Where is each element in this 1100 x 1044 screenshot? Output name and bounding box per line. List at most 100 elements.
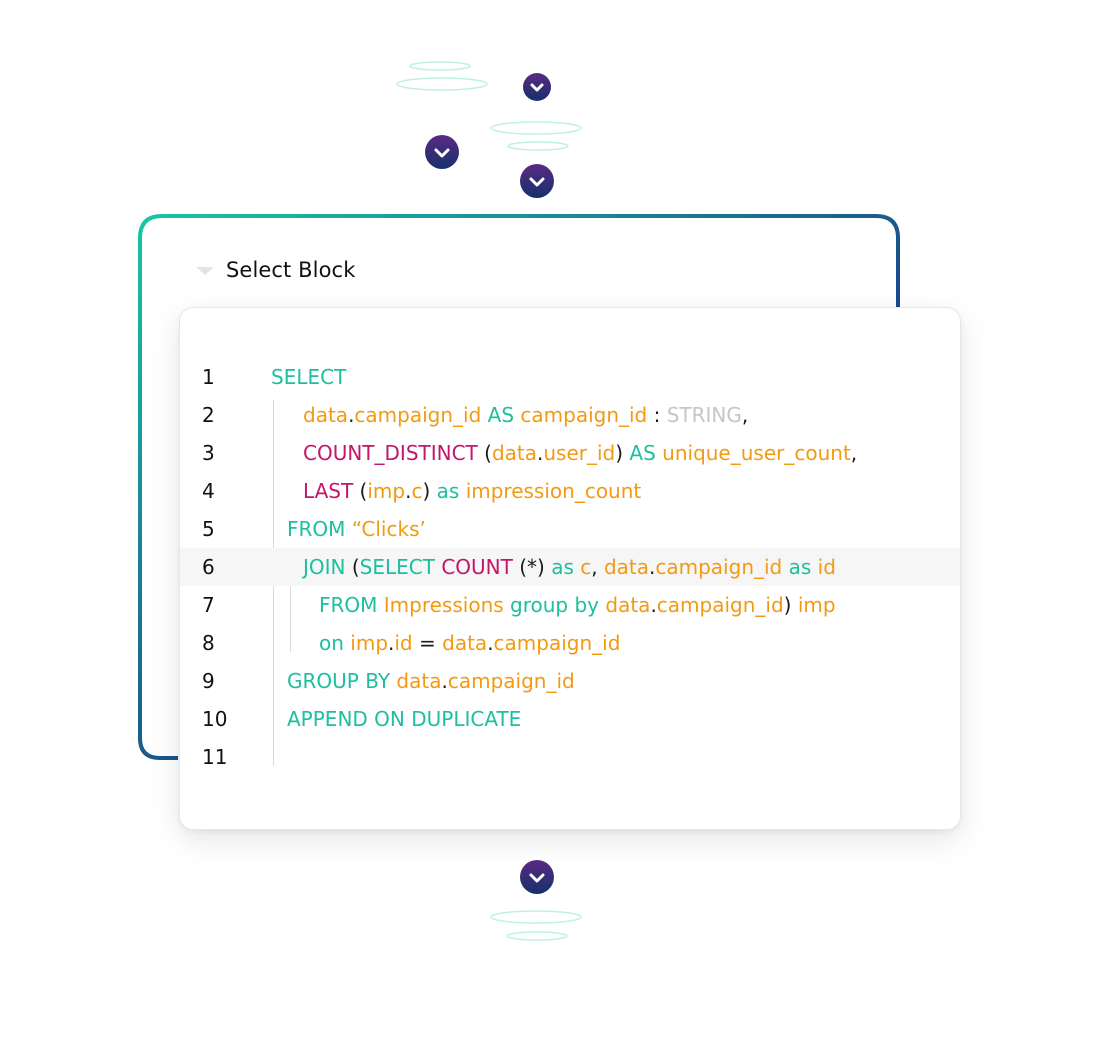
code-token: FROM	[287, 517, 352, 541]
code-text: FROM Impressions group by data.campaign_…	[319, 586, 836, 624]
code-token: COUNT	[441, 555, 513, 579]
code-token: JOIN	[303, 555, 346, 579]
code-token: on	[319, 631, 351, 655]
code-token: )	[615, 441, 630, 465]
code-token: FROM	[319, 593, 384, 617]
line-number: 3	[202, 441, 215, 465]
code-token: STRING	[666, 403, 742, 427]
code-token: campaign_id	[447, 669, 575, 693]
code-token: ,	[850, 441, 858, 465]
line-number: 10	[202, 707, 228, 731]
code-text: GROUP BY data.campaign_id	[287, 662, 575, 700]
code-token: imp	[367, 479, 406, 503]
code-token: :	[647, 403, 667, 427]
code-token: .	[388, 631, 395, 655]
code-token: as	[436, 479, 466, 503]
code-token: )	[422, 479, 437, 503]
code-token: AS	[481, 403, 521, 427]
code-token: .	[487, 631, 494, 655]
code-token: (	[477, 441, 492, 465]
chevron-down-icon[interactable]	[523, 73, 551, 101]
code-token: campaign_id	[520, 403, 648, 427]
pulse-rings-top	[396, 61, 582, 151]
line-number: 8	[202, 631, 215, 655]
code-token: COUNT_DISTINCT	[303, 441, 478, 465]
code-token: user_id	[543, 441, 616, 465]
code-line[interactable]: 11	[180, 738, 960, 776]
code-token: unique_user_count	[662, 441, 851, 465]
code-token: .	[405, 479, 412, 503]
code-token: campaign_id	[354, 403, 482, 427]
code-line[interactable]: 1 SELECT	[180, 358, 960, 396]
code-text: data.campaign_id AS campaign_id : STRING…	[303, 396, 748, 434]
line-number: 1	[202, 365, 215, 389]
code-token: data	[605, 593, 651, 617]
code-token: APPEND ON DUPLICATE	[287, 707, 522, 731]
code-line[interactable]: 10 APPEND ON DUPLICATE	[180, 700, 960, 738]
code-token: imp	[350, 631, 389, 655]
code-token: ,	[741, 403, 749, 427]
code-token: data	[491, 441, 538, 465]
code-line[interactable]: 5 FROM “Clicks’	[180, 510, 960, 548]
code-line[interactable]: 9 GROUP BY data.campaign_id	[180, 662, 960, 700]
caret-down-icon[interactable]	[196, 267, 214, 275]
code-token: ,	[591, 555, 604, 579]
code-token: as	[551, 555, 581, 579]
code-line[interactable]: 3 COUNT_DISTINCT (data.user_id) AS unique…	[180, 434, 960, 472]
code-token: .	[348, 403, 355, 427]
code-token: c	[411, 479, 423, 503]
chevron-down-icon[interactable]	[520, 164, 554, 198]
code-token: SELECT	[271, 365, 347, 389]
code-token: id	[394, 631, 413, 655]
code-token: SELECT	[359, 555, 442, 579]
code-token: LAST	[303, 479, 354, 503]
chevron-down-icon[interactable]	[425, 135, 459, 169]
line-number: 2	[202, 403, 215, 427]
code-token: .	[649, 555, 656, 579]
select-block-frame	[138, 214, 900, 760]
code-text: on imp.id = data.campaign_id	[319, 624, 620, 662]
code-token: GROUP BY	[287, 669, 397, 693]
code-text: LAST (imp.c) as impression_count	[303, 472, 641, 510]
indent-guide-nested	[290, 552, 291, 652]
code-token: =	[412, 631, 443, 655]
code-token: campaign_id	[493, 631, 621, 655]
code-token: “Clicks’	[351, 517, 426, 541]
code-token: impression_count	[465, 479, 642, 503]
code-text: COUNT_DISTINCT (data.user_id) AS unique_…	[303, 434, 857, 472]
code-token: id	[817, 555, 836, 579]
code-token: (*)	[512, 555, 552, 579]
code-token: group by	[503, 593, 606, 617]
line-number: 9	[202, 669, 215, 693]
code-text: JOIN (SELECT COUNT (*) as c, data.campai…	[303, 548, 836, 586]
line-number: 5	[202, 517, 215, 541]
select-block-header[interactable]: Select Block	[196, 258, 355, 282]
code-text: FROM “Clicks’	[287, 510, 426, 548]
code-token: data	[303, 403, 349, 427]
code-token: campaign_id	[656, 593, 784, 617]
code-token: .	[441, 669, 448, 693]
line-number: 6	[202, 555, 215, 579]
code-token: (	[353, 479, 368, 503]
code-token: data	[442, 631, 488, 655]
code-line[interactable]: 6 JOIN (SELECT COUNT (*) as c, data.campa…	[180, 548, 960, 586]
code-text: APPEND ON DUPLICATE	[287, 700, 521, 738]
code-token: AS	[629, 441, 663, 465]
block-title: Select Block	[226, 258, 356, 282]
code-line[interactable]: 7 FROM Impressions group by data.campaign…	[180, 586, 960, 624]
code-token: data	[603, 555, 650, 579]
code-token: as	[782, 555, 818, 579]
code-token: Impressions	[383, 593, 504, 617]
code-line[interactable]: 4 LAST (imp.c) as impression_count	[180, 472, 960, 510]
line-number: 7	[202, 593, 215, 617]
code-token: (	[345, 555, 360, 579]
line-number: 4	[202, 479, 215, 503]
code-token: .	[650, 593, 657, 617]
code-text: SELECT	[271, 358, 346, 396]
chevron-down-icon[interactable]	[520, 860, 554, 894]
